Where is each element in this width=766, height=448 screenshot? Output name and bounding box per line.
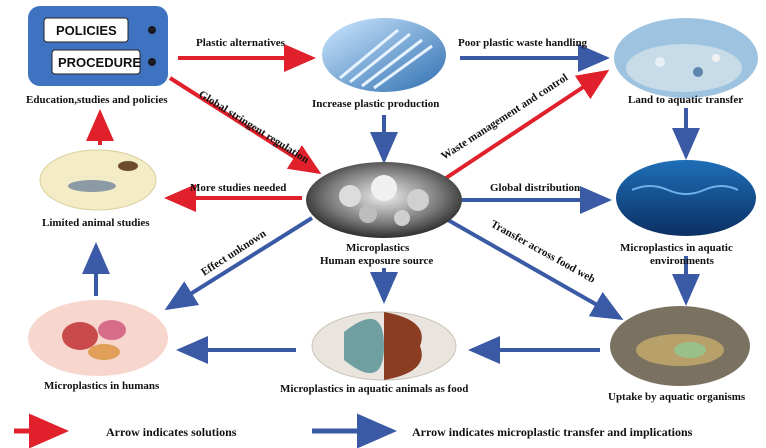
- edge-label-global-distribution: Global distribution: [490, 182, 580, 194]
- arrow-global-regulation: [168, 76, 322, 175]
- procedure-folder-label: PROCEDURE: [58, 55, 141, 70]
- bead-icon: [359, 205, 377, 223]
- node-label-microplastics: Microplastics: [346, 242, 410, 254]
- arrow-food-web: [447, 218, 624, 320]
- arrow-waste-management: [438, 69, 610, 184]
- policies-folder-label: POLICIES: [56, 23, 117, 38]
- legend-solutions-text: Arrow indicates solutions: [106, 425, 237, 439]
- edge-label-waste-management: Waste management and control: [439, 72, 570, 163]
- node-microplastics: Microplastics: [306, 162, 462, 254]
- organ-icon: [62, 322, 98, 350]
- bead-icon: [371, 175, 397, 201]
- bead-icon: [407, 189, 429, 211]
- organ-icon: [98, 320, 126, 340]
- node-label-animals-food: Microplastics in aquatic animals as food: [280, 383, 468, 395]
- folder-ring-icon: [148, 58, 156, 66]
- wave-lines: [631, 185, 739, 195]
- arrows: [82, 44, 700, 364]
- node-humans: Microplastics in humans: [28, 300, 168, 392]
- node-label-aquatic-env-line1: Microplastics in aquatic: [620, 242, 733, 254]
- node-label-land-transfer: Land to aquatic transfer: [628, 94, 743, 106]
- node-label-production: Increase plastic production: [312, 98, 439, 110]
- arrow-effect-unknown: [164, 216, 314, 311]
- bottle-icon: [712, 54, 720, 62]
- bead-icon: [394, 210, 410, 226]
- bottle-icon: [693, 67, 703, 77]
- fish-cooked-icon: [384, 312, 422, 380]
- policies-folder: [43, 17, 129, 43]
- legend: Arrow indicates solutions Arrow indicate…: [14, 413, 693, 448]
- rat-icon: [118, 161, 138, 171]
- edge-label-plastic-alternatives: Plastic alternatives: [196, 37, 286, 49]
- human-anatomy-image: [28, 300, 168, 376]
- edge-label-poor-handling: Poor plastic waste handling: [458, 37, 588, 49]
- folder-ring-icon: [148, 26, 156, 34]
- animal-studies-image: [39, 149, 157, 211]
- bead-icon: [339, 185, 361, 207]
- fish-icon: [68, 180, 116, 192]
- node-policies: POLICIES PROCEDURE Education,studies and…: [26, 6, 168, 106]
- node-animal-studies: Limited animal studies: [39, 149, 157, 229]
- fish-half-icon: [344, 318, 384, 374]
- node-land-transfer: Land to aquatic transfer: [614, 18, 758, 106]
- ocean-image: [616, 160, 756, 236]
- waste-pile: [626, 44, 742, 92]
- legend-transfer-text: Arrow indicates microplastic transfer an…: [412, 425, 693, 439]
- node-label-humans: Microplastics in humans: [44, 380, 160, 392]
- edge-label-more-studies: More studies needed: [190, 182, 286, 194]
- fish-gut-icon: [674, 342, 706, 358]
- node-label-animal-studies: Limited animal studies: [42, 217, 150, 229]
- node-label-uptake: Uptake by aquatic organisms: [608, 391, 746, 403]
- organ-icon: [88, 344, 120, 360]
- bottle-icon: [655, 57, 665, 67]
- node-animals-food: Microplastics in aquatic animals as food: [280, 311, 468, 395]
- conveyor-lines: [339, 28, 433, 90]
- procedure-folder: [51, 49, 141, 75]
- node-uptake: Uptake by aquatic organisms: [608, 306, 750, 403]
- node-label-aquatic-env-line2: environments: [650, 255, 715, 267]
- node-production: Increase plastic production: [312, 18, 446, 110]
- edge-label-human-exposure: Human exposure source: [320, 255, 433, 267]
- node-aquatic-env: Microplastics in aquatic environments: [616, 160, 756, 267]
- edge-label-global-regulation: Global stringent regulation: [196, 88, 311, 166]
- node-label-policies: Education,studies and policies: [26, 94, 168, 106]
